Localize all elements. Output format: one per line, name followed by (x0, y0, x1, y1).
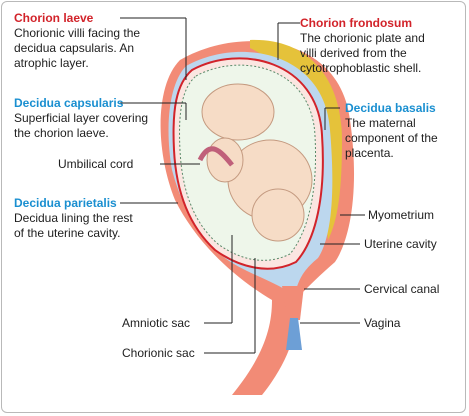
decidua-basalis-desc-2: component of the (345, 131, 438, 145)
chorion-frondosum-desc-3: cytotrophoblastic shell. (300, 61, 422, 75)
chorion-laeve-callout: Chorion laeve Chorionic villi facing the… (14, 11, 140, 71)
chorionic-sac-label: Chorionic sac (122, 346, 195, 360)
cervical-canal-label: Cervical canal (364, 282, 440, 296)
chorion-laeve-desc-2: decidua capsularis. An (14, 41, 135, 55)
uterine-cavity-label: Uterine cavity (364, 237, 437, 251)
decidua-basalis-callout: Decidua basalis The maternal component o… (345, 101, 438, 161)
decidua-basalis-layer (250, 39, 342, 240)
chorion-frondosum-title: Chorion frondosum (300, 16, 412, 30)
decidua-parietalis-desc-2: of the uterine cavity. (14, 226, 121, 240)
decidua-parietalis-title: Decidua parietalis (14, 196, 117, 210)
chorion-laeve-desc-1: Chorionic villi facing the (14, 26, 141, 40)
decidua-parietalis-callout: Decidua parietalis Decidua lining the re… (14, 196, 133, 241)
decidua-capsularis-desc-1: Superficial layer covering (14, 111, 149, 125)
decidua-basalis-title: Decidua basalis (345, 101, 436, 115)
decidua-capsularis-desc-2: the chorion laeve. (14, 126, 109, 140)
umbilical-cord-label: Umbilical cord (58, 157, 134, 171)
cervical-canal-shape (282, 286, 304, 320)
myometrium-label: Myometrium (368, 208, 435, 222)
chorion-frondosum-desc-1: The chorionic plate and (300, 31, 425, 45)
decidua-parietalis-desc-1: Decidua lining the rest (14, 211, 133, 225)
decidua-basalis-desc-1: The maternal (345, 116, 416, 130)
umbilical-cord-shape (197, 146, 234, 167)
fetus-figure (201, 83, 313, 242)
chorion-frondosum-callout: Chorion frondosum The chorionic plate an… (300, 16, 425, 76)
vagina-label: Vagina (364, 316, 401, 330)
chorion-laeve-desc-3: atrophic layer. (14, 56, 89, 70)
amniotic-sac-label: Amniotic sac (122, 316, 191, 330)
decidua-basalis-desc-3: placenta. (345, 146, 394, 160)
decidua-capsularis-title: Decidua capsularis (14, 96, 124, 110)
leader-lines (120, 17, 365, 354)
decidua-capsularis-callout: Decidua capsularis Superficial layer cov… (14, 96, 148, 141)
vagina-shape (286, 318, 302, 350)
chorion-frondosum-desc-2: villi derived from the (300, 46, 407, 60)
chorion-laeve-title: Chorion laeve (14, 11, 94, 25)
